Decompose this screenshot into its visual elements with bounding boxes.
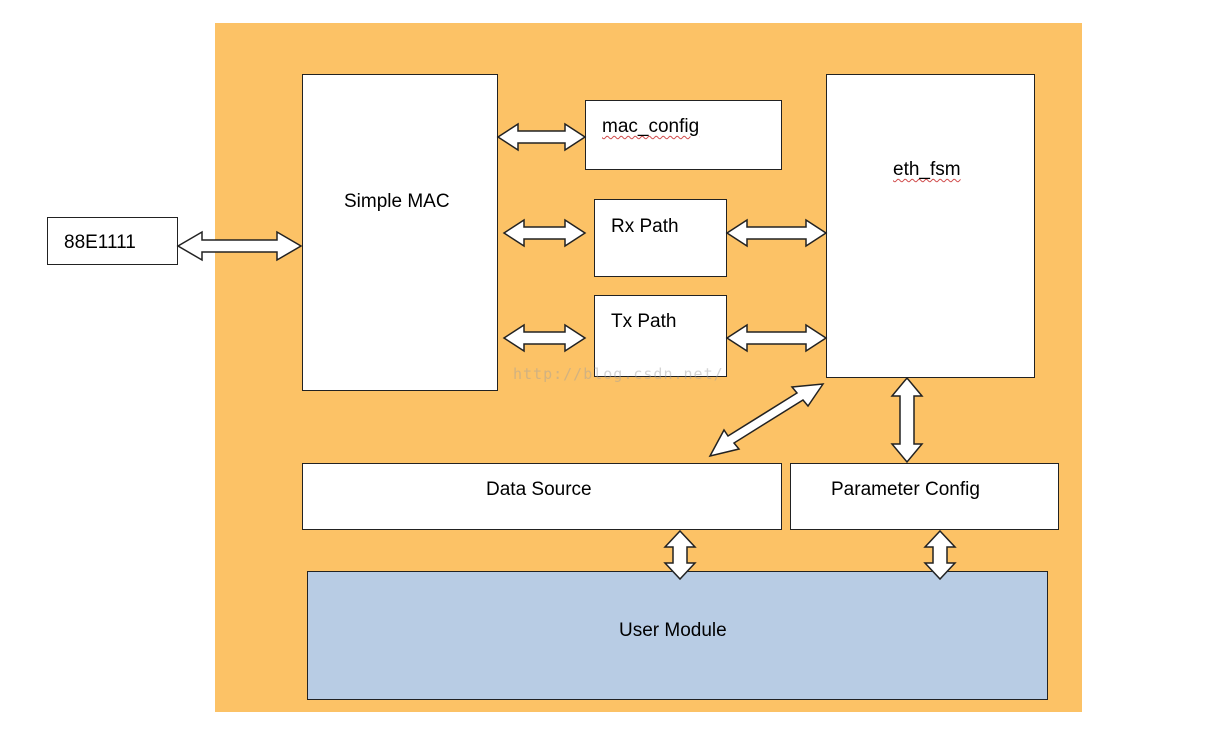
user-module-label: User Module	[619, 620, 727, 641]
arrow-mac-rx	[502, 218, 587, 248]
tx-path-label: Tx Path	[611, 311, 677, 332]
arrow-paramconfig-user	[923, 529, 957, 581]
user-module-box: User Module	[307, 571, 1048, 700]
simple-mac-label: Simple MAC	[344, 191, 450, 212]
phy-88e1111-label: 88E1111	[64, 232, 136, 253]
rx-path-label: Rx Path	[611, 216, 679, 237]
watermark: http://blog.csdn.net/	[513, 365, 724, 383]
simple-mac-box: Simple MAC	[302, 74, 498, 391]
phy-88e1111-box: 88E1111	[47, 217, 178, 265]
rx-path-box: Rx Path	[594, 199, 727, 277]
arrow-rx-fsm	[725, 218, 828, 248]
arrow-mac-tx	[502, 323, 587, 353]
eth-fsm-box: eth_fsm	[826, 74, 1035, 378]
arrow-datasource-user	[663, 529, 697, 581]
mac-config-label: mac_config	[602, 116, 700, 137]
arrow-mac-macconfig	[496, 122, 587, 152]
arrow-tx-fsm	[725, 323, 828, 353]
arrow-fsm-paramconfig	[890, 376, 924, 464]
parameter-config-box: Parameter Config	[790, 463, 1059, 530]
arrow-phy-mac	[176, 230, 303, 262]
data-source-box: Data Source	[302, 463, 782, 530]
data-source-label: Data Source	[486, 479, 592, 500]
arrow-fsm-datasource	[708, 383, 825, 458]
tx-path-box: Tx Path	[594, 295, 727, 377]
parameter-config-text: Parameter Config	[831, 479, 980, 500]
eth-fsm-label: eth_fsm	[893, 159, 961, 180]
mac-config-box: mac_config	[585, 100, 782, 170]
parameter-config-label: Parameter Config	[831, 479, 980, 501]
